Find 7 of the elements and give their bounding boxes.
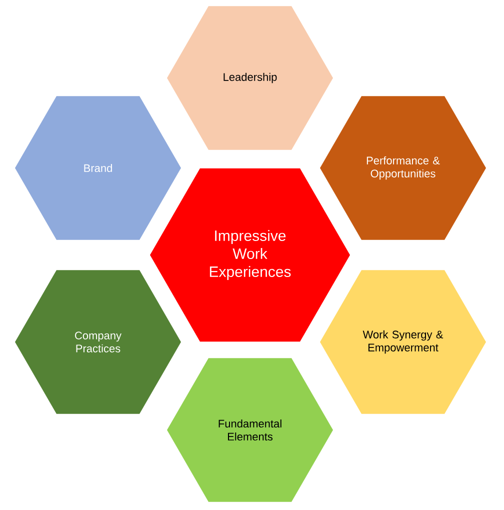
hexagon: Fundamental Elements (167, 358, 333, 502)
hexagon: Brand (15, 96, 181, 240)
hexagon: Work Synergy & Empowerment (320, 270, 486, 414)
hexagon: Leadership (167, 6, 333, 150)
hexagon: Impressive Work Experiences (150, 168, 350, 342)
hexagon: Company Practices (15, 270, 181, 414)
hexagon: Performance & Opportunities (320, 96, 486, 240)
